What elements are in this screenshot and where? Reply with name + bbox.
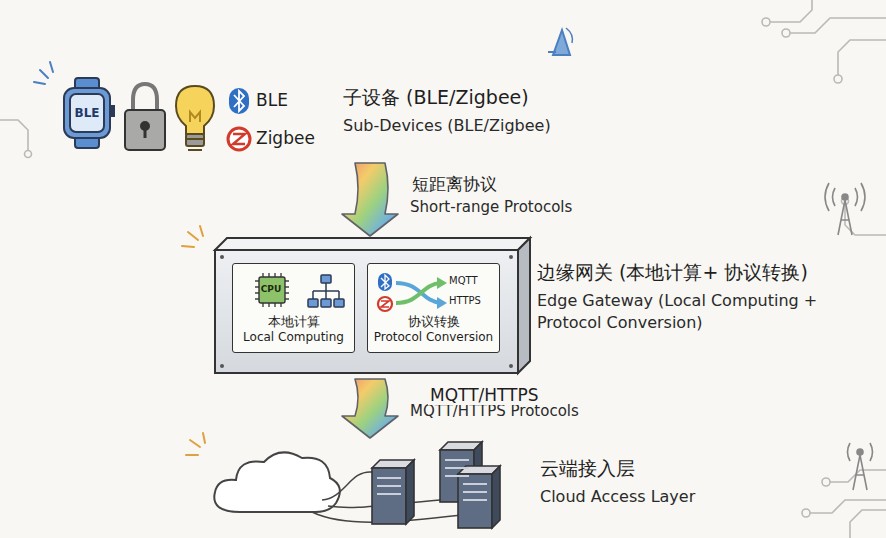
flow-arrow bbox=[342, 163, 398, 236]
lock-icon bbox=[125, 84, 165, 150]
subheading-text: Sub-Devices (BLE/Zigbee) bbox=[343, 115, 583, 137]
group-node: 子设备 (BLE/Zigbee) Sub-Devices (BLE/Zigbee) bbox=[55, 75, 585, 155]
panel-box: 本地计算Local Computing bbox=[232, 263, 355, 353]
watch-icon bbox=[64, 78, 114, 148]
bluetooth-logo bbox=[229, 88, 249, 114]
arrow-label: 短距离协议 bbox=[410, 173, 499, 196]
panel-subtitle: Protocol Conversion bbox=[374, 330, 493, 346]
node-heading: 边缘网关 (本地计算+ 协议转换) Edge Gateway (Local Com… bbox=[537, 260, 837, 334]
protocol-label: Zigbee bbox=[256, 128, 315, 148]
bulb-icon bbox=[176, 86, 214, 150]
arrow-body bbox=[342, 379, 398, 438]
cpu-chip bbox=[255, 273, 289, 307]
arrow-sublabel: Short-range Protocols bbox=[410, 198, 572, 216]
chip-label: CPU bbox=[261, 284, 282, 294]
heading-text: 子设备 (BLE/Zigbee) bbox=[343, 85, 583, 111]
flow-arrow bbox=[342, 379, 398, 438]
radio-tower-icon bbox=[825, 183, 873, 490]
sparkle-strokes bbox=[34, 62, 205, 455]
node-heading: 子设备 (BLE/Zigbee) Sub-Devices (BLE/Zigbee) bbox=[343, 85, 583, 137]
arrow-label: MQTT/HTTPS bbox=[428, 385, 541, 405]
network-icon bbox=[308, 275, 344, 307]
server-icon bbox=[372, 442, 500, 528]
arrow-body bbox=[342, 163, 398, 236]
protocol-label: HTTPS bbox=[449, 295, 481, 306]
panel-subtitle: Local Computing bbox=[243, 330, 344, 346]
heading-text: 边缘网关 (本地计算+ 协议转换) bbox=[537, 260, 837, 286]
panel-title: 协议转换 bbox=[408, 314, 460, 331]
heading-text: 云端接入层 bbox=[540, 456, 740, 482]
protocol-label: MQTT bbox=[449, 275, 478, 286]
panel-box: 协议转换Protocol Conversion bbox=[367, 263, 500, 353]
subheading-text: Edge Gateway (Local Computing + Protocol… bbox=[537, 290, 837, 335]
group-node: 云端接入层Cloud Access Layer bbox=[205, 440, 535, 532]
subheading-text: Cloud Access Layer bbox=[540, 486, 740, 508]
panel-title: 本地计算 bbox=[268, 314, 320, 331]
protocol-label: BLE bbox=[256, 90, 288, 110]
group-node: 边缘网关 (本地计算+ 协议转换)Edge Gateway (Local Com… bbox=[215, 238, 530, 373]
antenna-icon bbox=[548, 28, 572, 55]
zigbee-logo bbox=[228, 128, 250, 150]
device-label: BLE bbox=[75, 106, 100, 120]
node-heading: 云端接入层 Cloud Access Layer bbox=[540, 456, 740, 508]
